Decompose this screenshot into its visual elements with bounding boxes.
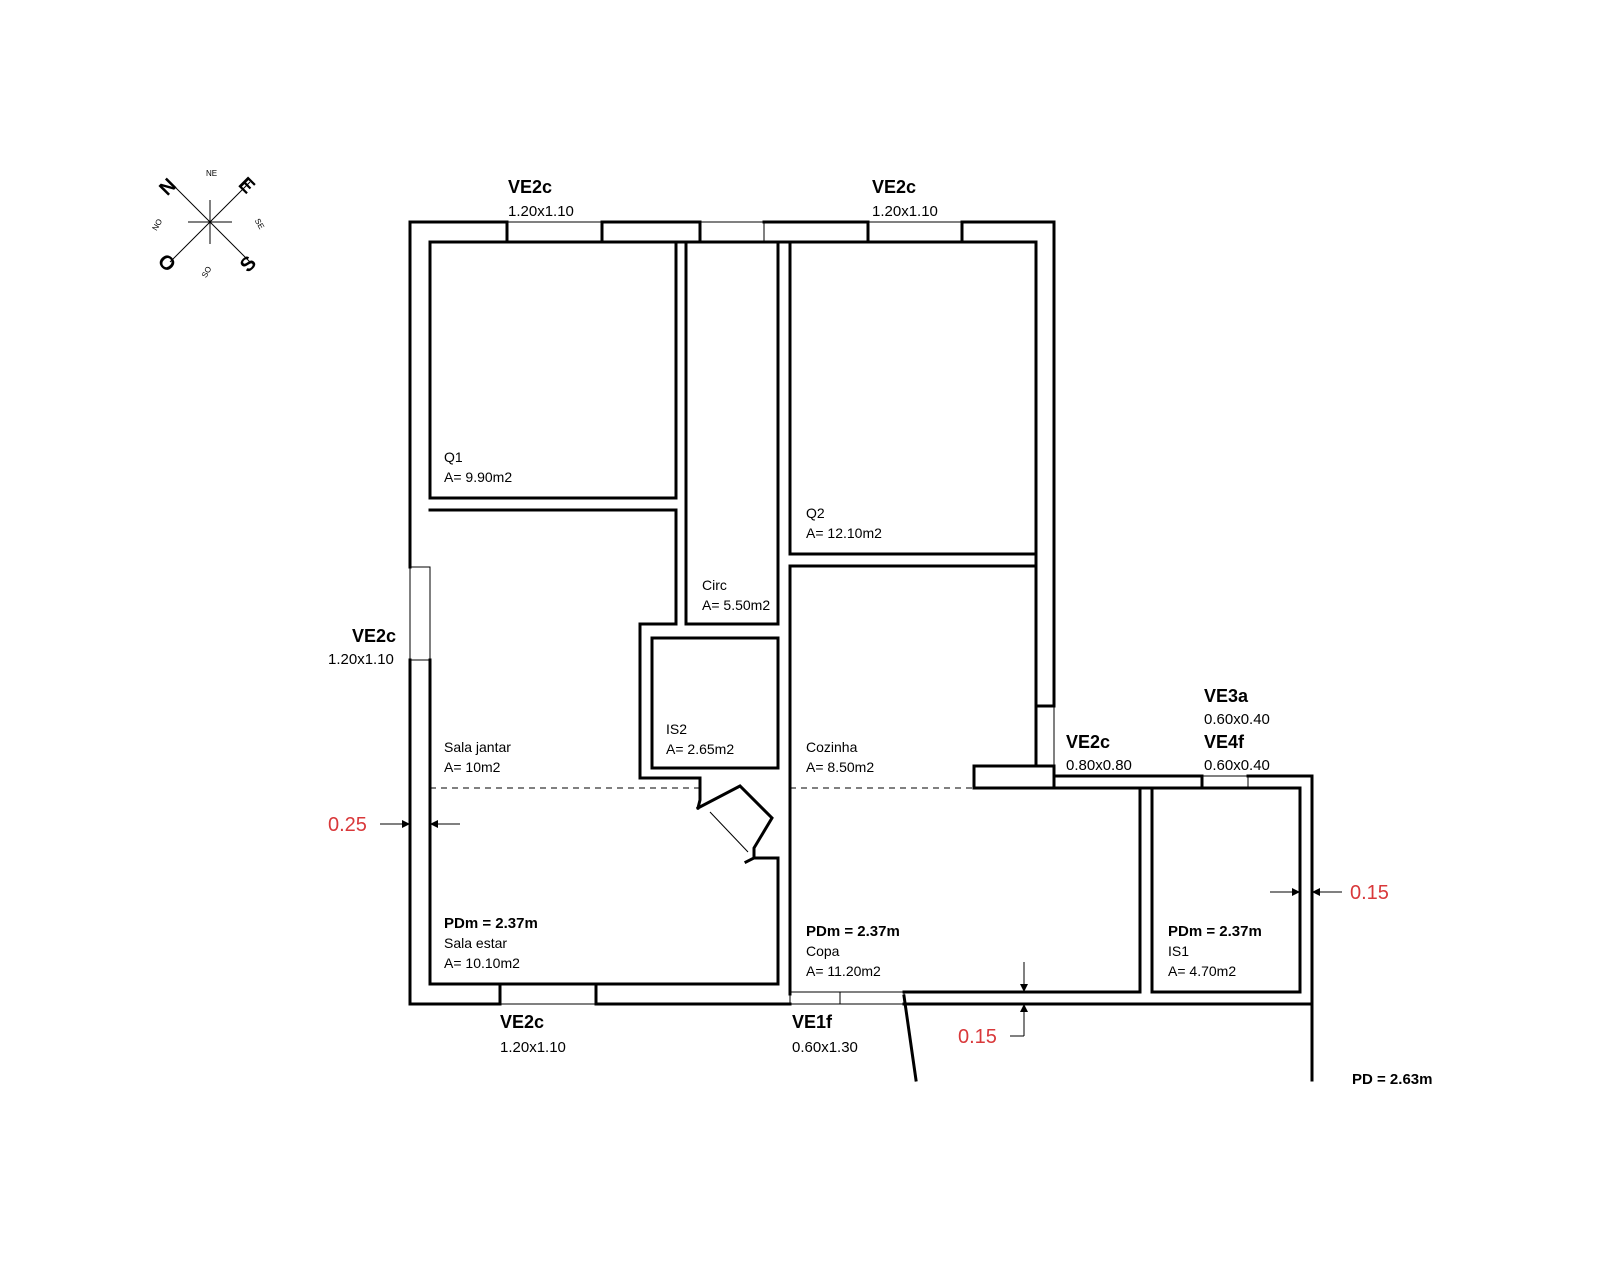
room-q1-area: A= 9.90m2: [444, 469, 512, 485]
door-bottom-size: 0.60x1.30: [792, 1039, 858, 1056]
window-top-right-size: 1.20x1.10: [872, 203, 938, 220]
window-ve3a-code: VE3a: [1204, 686, 1249, 706]
room-is2-name: IS2: [666, 721, 687, 737]
room-is2-area: A= 2.65m2: [666, 741, 734, 757]
dim-bottom-value: 0.15: [958, 1026, 997, 1048]
wall-is2: [650, 636, 780, 770]
dim-bottom-arrow-in: [1020, 984, 1028, 992]
compass-se: SE: [253, 217, 266, 231]
wall-sala-bottom: [428, 658, 780, 986]
room-sala-estar-pdm: PDm = 2.37m: [444, 915, 538, 932]
door-bottom-code: VE1f: [792, 1012, 833, 1032]
room-sala-estar-area: A= 10.10m2: [444, 955, 520, 971]
window-kitchen-size: 0.80x0.80: [1066, 757, 1132, 774]
compass-so: SO: [200, 265, 214, 280]
wall-is1: [1150, 786, 1302, 994]
window-left-code: VE2c: [352, 626, 396, 646]
room-sala-estar-name: Sala estar: [444, 935, 507, 951]
compass-rose: N E S O NE SE SO NO: [150, 169, 266, 279]
wall-is1-outer: [1246, 774, 1314, 1082]
window-ve3a-size: 0.60x0.40: [1204, 711, 1270, 728]
corner-element-edge: [709, 811, 749, 853]
wall-copa-right: [902, 774, 1204, 994]
dim-right-arrow-out: [1312, 888, 1320, 896]
dim-bottom-arrow-out: [1020, 1004, 1028, 1012]
window-bottom-left-size: 1.20x1.10: [500, 1039, 566, 1056]
wall-circ: [684, 240, 780, 626]
compass-s: S: [236, 252, 261, 277]
room-copa-pdm: PDm = 2.37m: [806, 923, 900, 940]
window-frame-top-circ: [699, 221, 765, 243]
door-frame-bottom: [789, 991, 905, 1005]
window-frame-is1: [1201, 775, 1249, 789]
room-is1-area: A= 4.70m2: [1168, 963, 1236, 979]
room-labels: Q1 A= 9.90m2 Q2 A= 12.10m2 Circ A= 5.50m…: [444, 449, 1262, 979]
wall-top-segment-1: [600, 220, 702, 244]
compass-o: O: [153, 250, 180, 277]
door-swing-line: [902, 994, 918, 1082]
walls: [408, 220, 1314, 1082]
compass-no: NO: [150, 217, 164, 232]
wall-bottom-middle: [594, 982, 792, 1006]
dim-right-value: 0.15: [1350, 882, 1389, 904]
window-top-left-size: 1.20x1.10: [508, 203, 574, 220]
window-frame-bottom-left: [499, 983, 597, 1005]
dim-left-arrow-out: [402, 820, 410, 828]
room-copa-name: Copa: [806, 943, 840, 959]
room-q2-name: Q2: [806, 505, 825, 521]
window-frame-kitchen: [1035, 705, 1055, 767]
wall-cozinha-top: [788, 564, 1038, 768]
window-ve4f-code: VE4f: [1204, 732, 1245, 752]
window-top-left-code: VE2c: [508, 177, 552, 197]
room-copa-area: A= 11.20m2: [806, 963, 881, 979]
room-is1-pdm: PDm = 2.37m: [1168, 923, 1262, 940]
dim-left-value: 0.25: [328, 814, 367, 836]
room-is1-name: IS1: [1168, 943, 1189, 959]
room-q2-area: A= 12.10m2: [806, 525, 882, 541]
window-labels: VE2c 1.20x1.10 VE2c 1.20x1.10 VE2c 1.20x…: [328, 177, 1270, 1056]
wall-top-left: [408, 220, 509, 569]
window-frame-top-left: [506, 221, 603, 243]
wall-q2: [788, 240, 1038, 556]
dim-left-arrow-in: [430, 820, 438, 828]
wall-corner-element: [695, 784, 774, 865]
compass-ne: NE: [206, 169, 217, 178]
wall-sala-top: [428, 508, 702, 810]
window-top-right-code: VE2c: [872, 177, 916, 197]
wall-top-segment-2: [762, 220, 870, 244]
window-bottom-left-code: VE2c: [500, 1012, 544, 1032]
dim-right-arrow-in: [1292, 888, 1300, 896]
compass-n: N: [155, 174, 181, 200]
wall-kitchen-ledge: [972, 764, 1056, 790]
room-circ-name: Circ: [702, 577, 727, 593]
room-sala-jantar-name: Sala jantar: [444, 739, 511, 755]
pd-total-label: PD = 2.63m: [1352, 1071, 1432, 1088]
window-ve4f-size: 0.60x0.40: [1204, 757, 1270, 774]
wall-q1: [428, 240, 678, 500]
room-sala-jantar-area: A= 10m2: [444, 759, 501, 775]
window-frame-top-right: [867, 221, 963, 243]
wall-left-lower: [408, 658, 502, 1006]
window-kitchen-code: VE2c: [1066, 732, 1110, 752]
window-left-size: 1.20x1.10: [328, 651, 394, 668]
room-cozinha-name: Cozinha: [806, 739, 858, 755]
dimension-markers: 0.25 0.15 0.15: [328, 814, 1389, 1048]
window-frame-left: [409, 566, 431, 661]
room-q1-name: Q1: [444, 449, 463, 465]
room-circ-area: A= 5.50m2: [702, 597, 770, 613]
wall-top-right: [960, 220, 1056, 708]
room-cozinha-area: A= 8.50m2: [806, 759, 874, 775]
